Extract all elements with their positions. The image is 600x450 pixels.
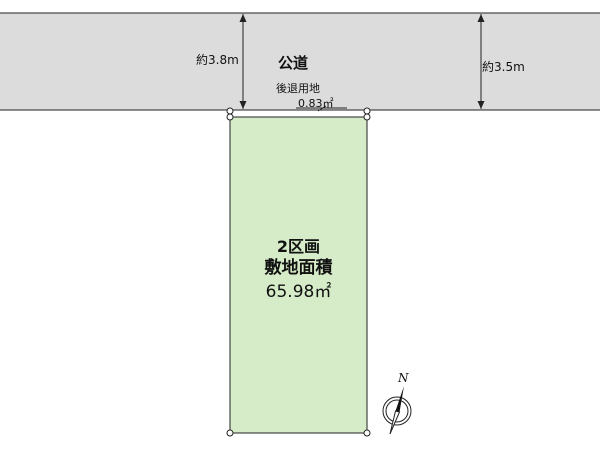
boundary-marker xyxy=(226,429,234,437)
lot-area-value: 65.98㎡ xyxy=(265,282,332,303)
compass-needle-tail xyxy=(389,410,401,435)
road-width-left-label: 約3.8m xyxy=(196,53,239,67)
boundary-marker xyxy=(363,113,371,121)
setback-area-label: 0.83㎡ xyxy=(298,97,334,110)
boundary-marker xyxy=(226,113,234,121)
dimension-arrow-right-top xyxy=(477,14,485,22)
compass-north-label: N xyxy=(398,371,409,385)
compass-icon xyxy=(382,386,412,435)
dimension-arrow-left-bottom xyxy=(239,101,247,109)
lot-area-label: 敷地面積 xyxy=(264,257,333,278)
dimension-arrow-left-top xyxy=(239,14,247,22)
lot-area xyxy=(229,116,368,434)
compass-needle xyxy=(395,386,404,412)
dimension-arrow-right-bottom xyxy=(477,101,485,109)
road-name: 公道 xyxy=(278,54,309,72)
setback-label: 後退用地 xyxy=(276,82,320,95)
road-area xyxy=(0,13,600,110)
road-width-right-label: 約3.5m xyxy=(482,60,525,74)
lot-info: 2区画 敷地面積 65.98㎡ xyxy=(231,238,366,303)
setback-leader-tick xyxy=(317,105,327,112)
lot-name: 2区画 xyxy=(276,237,321,256)
boundary-marker xyxy=(363,429,371,437)
boundary-marker xyxy=(363,107,371,115)
boundary-marker xyxy=(226,107,234,115)
